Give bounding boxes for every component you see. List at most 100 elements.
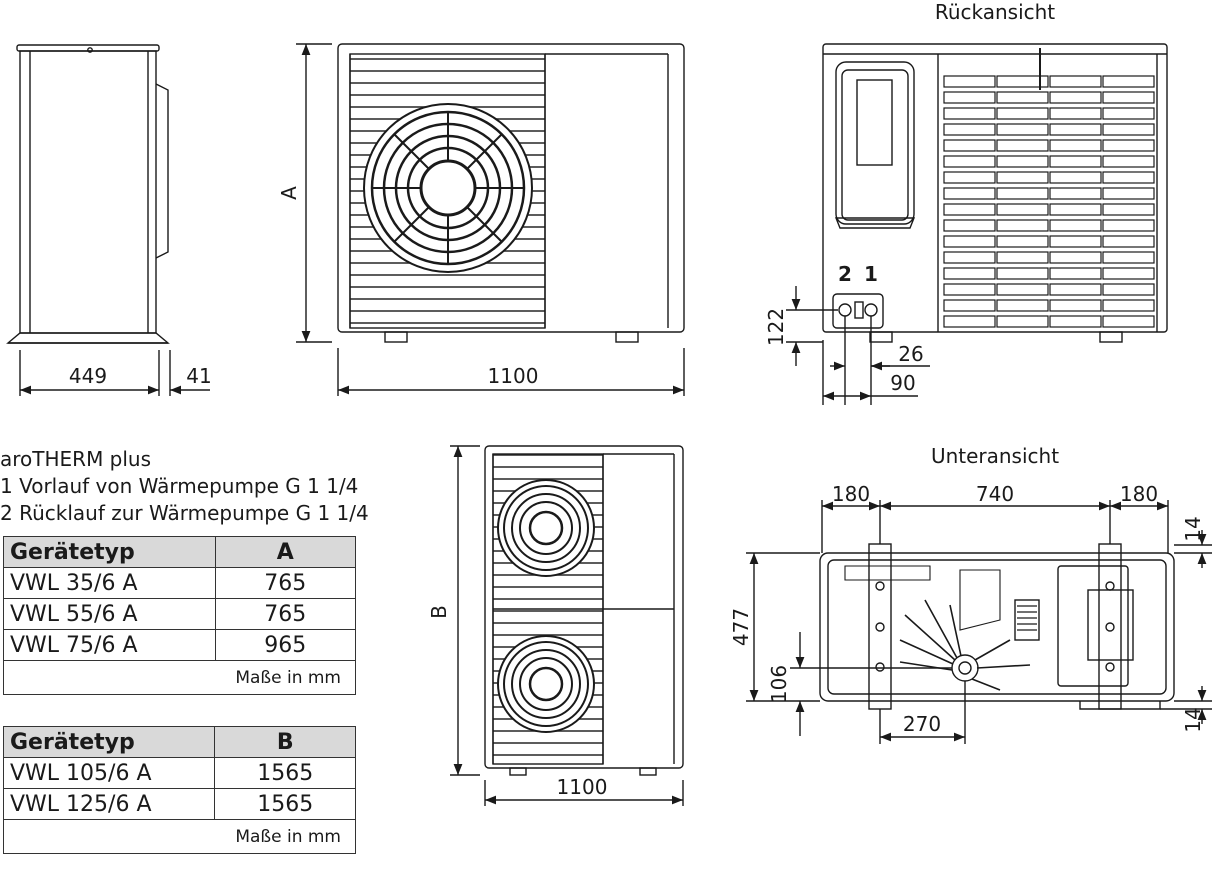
legend: aroTHERM plus 1 Vorlauf von Wärmepumpe G… [0,446,369,527]
grille-slat [1049,139,1102,152]
grille-slat [943,91,996,104]
grille-slat [1102,187,1155,200]
table-a: Gerätetyp A VWL 35/6 A 765 VWL 55/6 A 76… [3,536,357,695]
table-b-unit-row: Maße in mm [3,819,356,854]
dim-14-top: 14 [1181,516,1205,541]
grille-slat [1102,139,1155,152]
grille-slat [996,283,1049,296]
grille-slat [943,187,996,200]
grille-slat [1102,219,1155,232]
large-dimensions: B 1100 [427,445,684,806]
table-b-header-type: Gerätetyp [2,726,216,758]
table-a-cell-value: 765 [214,567,357,599]
grille-slat [1102,107,1155,120]
grille-slat [1049,251,1102,264]
dim-449: 449 [69,364,107,388]
table-a-cell-type: VWL 55/6 A [3,598,216,630]
grille-slat [996,91,1049,104]
bottom-view-title: Unteransicht [931,444,1059,468]
table-row: VWL 35/6 A 765 [3,567,357,599]
upper-fan [497,479,595,577]
dim-1100-large: 1100 [557,775,608,799]
side-dimensions: 449 41 [19,350,212,396]
dim-26: 26 [898,342,923,366]
dim-1100-front: 1100 [488,364,539,388]
grille-slat [996,267,1049,280]
dim-106: 106 [767,665,791,703]
grille-slat [996,155,1049,168]
side-view [6,44,170,344]
grille-slat [1049,219,1102,232]
grille-slat [996,235,1049,248]
grille-slat [996,251,1049,264]
dim-41: 41 [186,364,211,388]
grille-slat [943,219,996,232]
dim-a: A [277,186,301,200]
table-a-cell-value: 765 [214,598,357,630]
grille-slat [943,123,996,136]
dim-180-left: 180 [832,482,870,506]
table-b-cell-value: 1565 [214,788,356,820]
dim-180-right: 180 [1120,482,1158,506]
table-b-unit: Maße in mm [3,819,356,854]
lower-fan [497,635,595,733]
table-a-unit: Maße in mm [3,660,356,695]
grille-slat [943,267,996,280]
grille-slat [1102,283,1155,296]
grille-slat [996,171,1049,184]
table-row: VWL 75/6 A 965 [3,629,357,661]
grille-slat [1049,123,1102,136]
grille-slat [1102,299,1155,312]
table-a-unit-row: Maße in mm [3,660,356,695]
grille-slat [1102,315,1155,328]
table-a-header: Gerätetyp A [3,536,357,568]
grille-slat [943,155,996,168]
table-b-header-b: B [214,726,356,758]
grille-slat [1049,107,1102,120]
rear-dimensions: 122 26 90 [764,286,930,405]
legend-item-2: 2 Rücklauf zur Wärmepumpe G 1 1/4 [0,501,369,525]
grille-slat [996,75,1049,88]
grille-slat [996,299,1049,312]
table-b: Gerätetyp B VWL 105/6 A 1565 VWL 125/6 A… [2,726,356,854]
grille-slat [943,107,996,120]
grille-slat [996,203,1049,216]
grille-slat [1102,251,1155,264]
grille-slat [943,251,996,264]
grille-slat [943,203,996,216]
grille-slat [1102,267,1155,280]
port-2-label: 2 [838,262,852,286]
legend-item-1: 1 Vorlauf von Wärmepumpe G 1 1/4 [0,474,359,498]
grille-slat [943,235,996,248]
grille-slat [943,139,996,152]
grille-slat [1049,267,1102,280]
grille-slat [943,75,996,88]
table-b-cell-type: VWL 105/6 A [2,757,216,789]
front-view [337,43,685,343]
legend-title: aroTHERM plus [0,447,152,471]
grille-slat [1049,187,1102,200]
rear-view-title: Rückansicht [935,0,1055,24]
rear-view: 2 1 [822,43,1168,343]
table-row: VWL 105/6 A 1565 [2,757,356,789]
bottom-view [819,543,1175,710]
table-b-header: Gerätetyp B [2,726,356,758]
grille-slat [996,123,1049,136]
grille-slat [1102,203,1155,216]
dim-477: 477 [729,608,753,646]
table-a-header-type: Gerätetyp [3,536,216,568]
grille-slat [1102,75,1155,88]
grille-slat [943,171,996,184]
large-front-view [484,445,684,776]
table-a-cell-type: VWL 35/6 A [3,567,216,599]
dim-14-bottom: 14 [1181,707,1205,732]
table-a-cell-type: VWL 75/6 A [3,629,216,661]
bottom-dimensions: 180 740 180 14 14 477 106 270 [729,482,1212,744]
dim-740: 740 [976,482,1014,506]
dim-122: 122 [764,308,788,346]
front-dimensions: A 1100 [277,43,685,396]
dim-90: 90 [890,371,915,395]
grille-slat [1102,235,1155,248]
port-1-label: 1 [864,262,878,286]
grille-slat [943,283,996,296]
